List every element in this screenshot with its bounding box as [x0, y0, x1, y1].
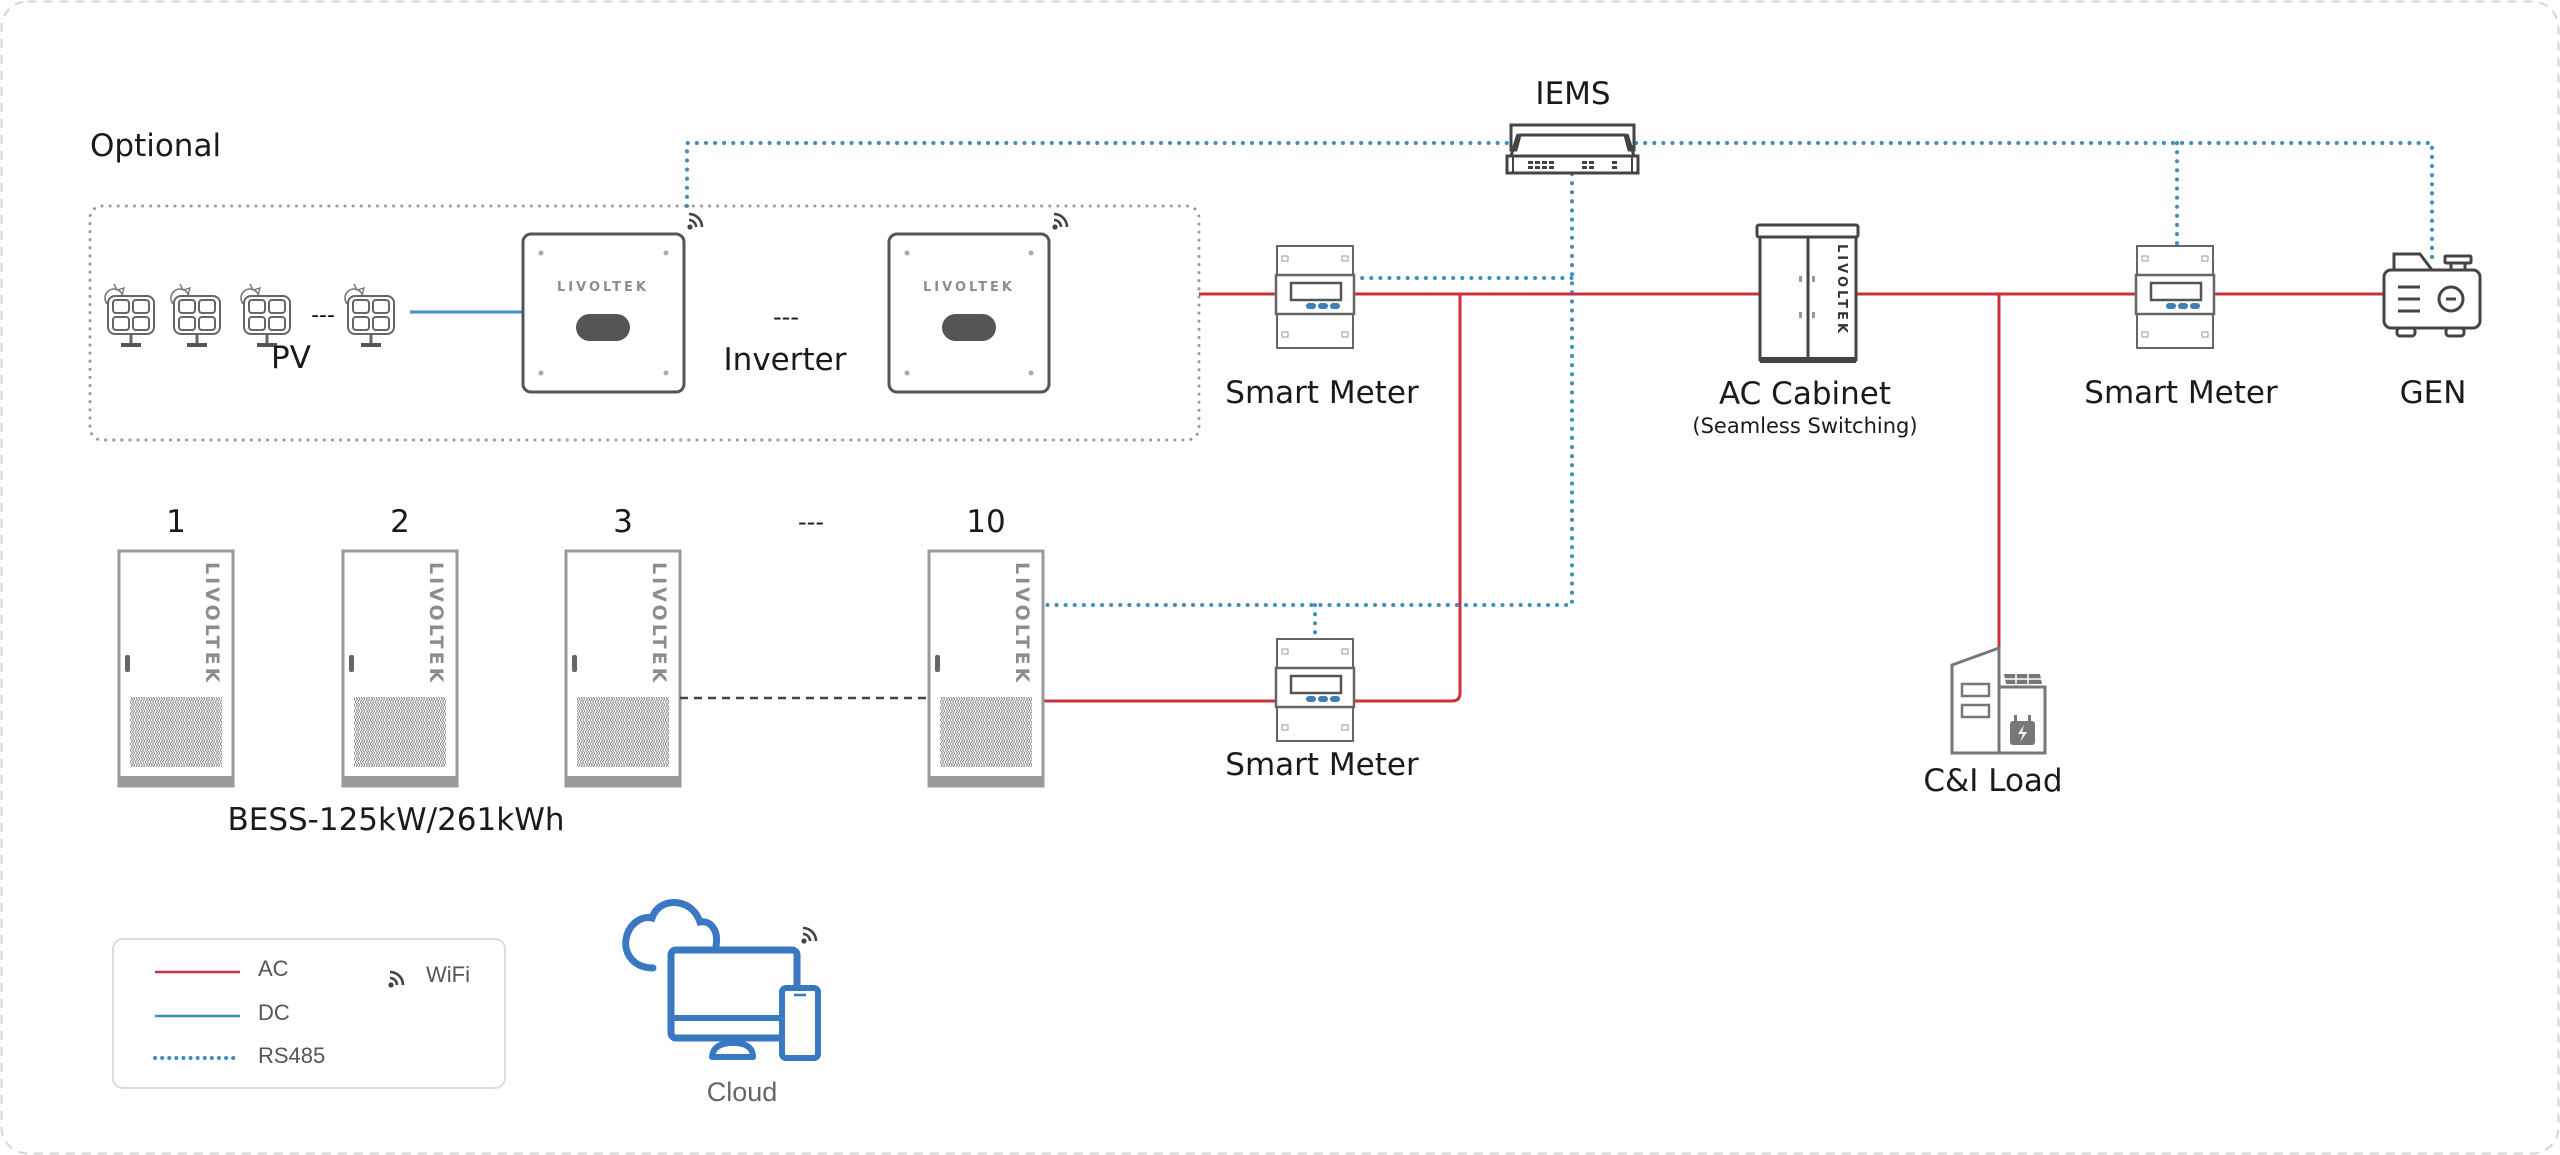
generator-icon: [2382, 252, 2482, 338]
iems-device-icon: [1505, 123, 1640, 175]
brand-logo: LIVOLTEK: [648, 562, 670, 685]
bess-label: BESS-125kW/261kWh: [227, 802, 564, 838]
bess-ellipsis: ---: [798, 508, 824, 536]
optional-label: Optional: [90, 128, 221, 164]
bess-unit-number: 3: [613, 504, 633, 540]
smart-meter-bess-icon: [1274, 637, 1356, 743]
wifi-icon: [686, 212, 704, 231]
optional-group-box: [88, 204, 1201, 442]
legend-ac-label: AC: [258, 956, 289, 981]
legend-wifi-label: WiFi: [426, 962, 470, 987]
smart-meter-grid-label: Smart Meter: [1225, 375, 1419, 411]
wifi-icon: [1051, 212, 1069, 231]
ac-cabinet-icon: LIVOLTEK: [1755, 223, 1860, 363]
smart-meter-grid-icon: [1274, 244, 1356, 350]
inverter-2: LIVOLTEK: [887, 212, 1069, 394]
brand-logo: LIVOLTEK: [1011, 562, 1033, 685]
inverter-display: [576, 314, 630, 341]
gen-label: GEN: [2400, 375, 2467, 411]
smart-meter-gen-label: Smart Meter: [2084, 375, 2278, 411]
inverter-ellipsis: ---: [773, 303, 799, 331]
smart-meter-bess-label: Smart Meter: [1225, 747, 1419, 783]
legend-box: [112, 938, 506, 1089]
bess-unit-number: 10: [966, 504, 1005, 540]
ac-cabinet-label: AC Cabinet: [1719, 376, 1891, 412]
pv-array: ---: [103, 282, 396, 349]
brand-logo: LIVOLTEK: [1834, 244, 1849, 336]
ac-line-bess-branch: [1353, 294, 1462, 703]
inverter-label: Inverter: [724, 342, 847, 378]
brand-logo: LIVOLTEK: [557, 280, 649, 295]
rs485-line-inverter: [685, 141, 1510, 208]
inverter-1: LIVOLTEK: [521, 212, 704, 394]
brand-logo: LIVOLTEK: [923, 280, 1015, 295]
brand-logo: LIVOLTEK: [201, 562, 223, 685]
iems-label: IEMS: [1535, 76, 1610, 112]
bess-cabinet-icon: LIVOLTEK: [927, 549, 1045, 788]
bess-cabinet-icon: LIVOLTEK: [117, 549, 235, 788]
pv-label: PV: [271, 340, 311, 376]
solar-panel-icon: [343, 282, 396, 349]
rs485-line-bess: [1041, 172, 1574, 607]
ci-load-building-icon: [1950, 645, 2047, 755]
rs485-line-gen: [1634, 141, 2434, 264]
cloud-label: Cloud: [707, 1077, 778, 1107]
ac-cabinet-sublabel: (Seamless Switching): [1692, 414, 1917, 438]
legend: AC DC RS485 WiFi: [112, 938, 506, 1089]
solar-panel-icon: [169, 282, 222, 349]
bess-unit-number: 1: [166, 504, 186, 540]
legend-dc-label: DC: [258, 1000, 290, 1025]
brand-logo: LIVOLTEK: [425, 562, 447, 685]
solar-panel-icon: [103, 282, 156, 349]
ac-lines: [1043, 292, 2384, 703]
pv-ellipsis: ---: [311, 303, 335, 328]
rs485-lines: [685, 141, 2434, 641]
inverter-display: [942, 314, 996, 341]
smart-meter-gen-icon: [2134, 244, 2216, 350]
bess-unit-number: 2: [390, 504, 410, 540]
cloud-wifi-icon: [800, 926, 818, 945]
legend-rs485-label: RS485: [258, 1043, 325, 1068]
bess-cabinet-icon: LIVOLTEK: [564, 549, 682, 788]
bess-cabinet-icon: LIVOLTEK: [341, 549, 459, 788]
ci-load-label: C&I Load: [1923, 763, 2062, 799]
solar-panel-icon: [239, 282, 292, 349]
cloud-monitor-phone-icon: [622, 899, 821, 1061]
